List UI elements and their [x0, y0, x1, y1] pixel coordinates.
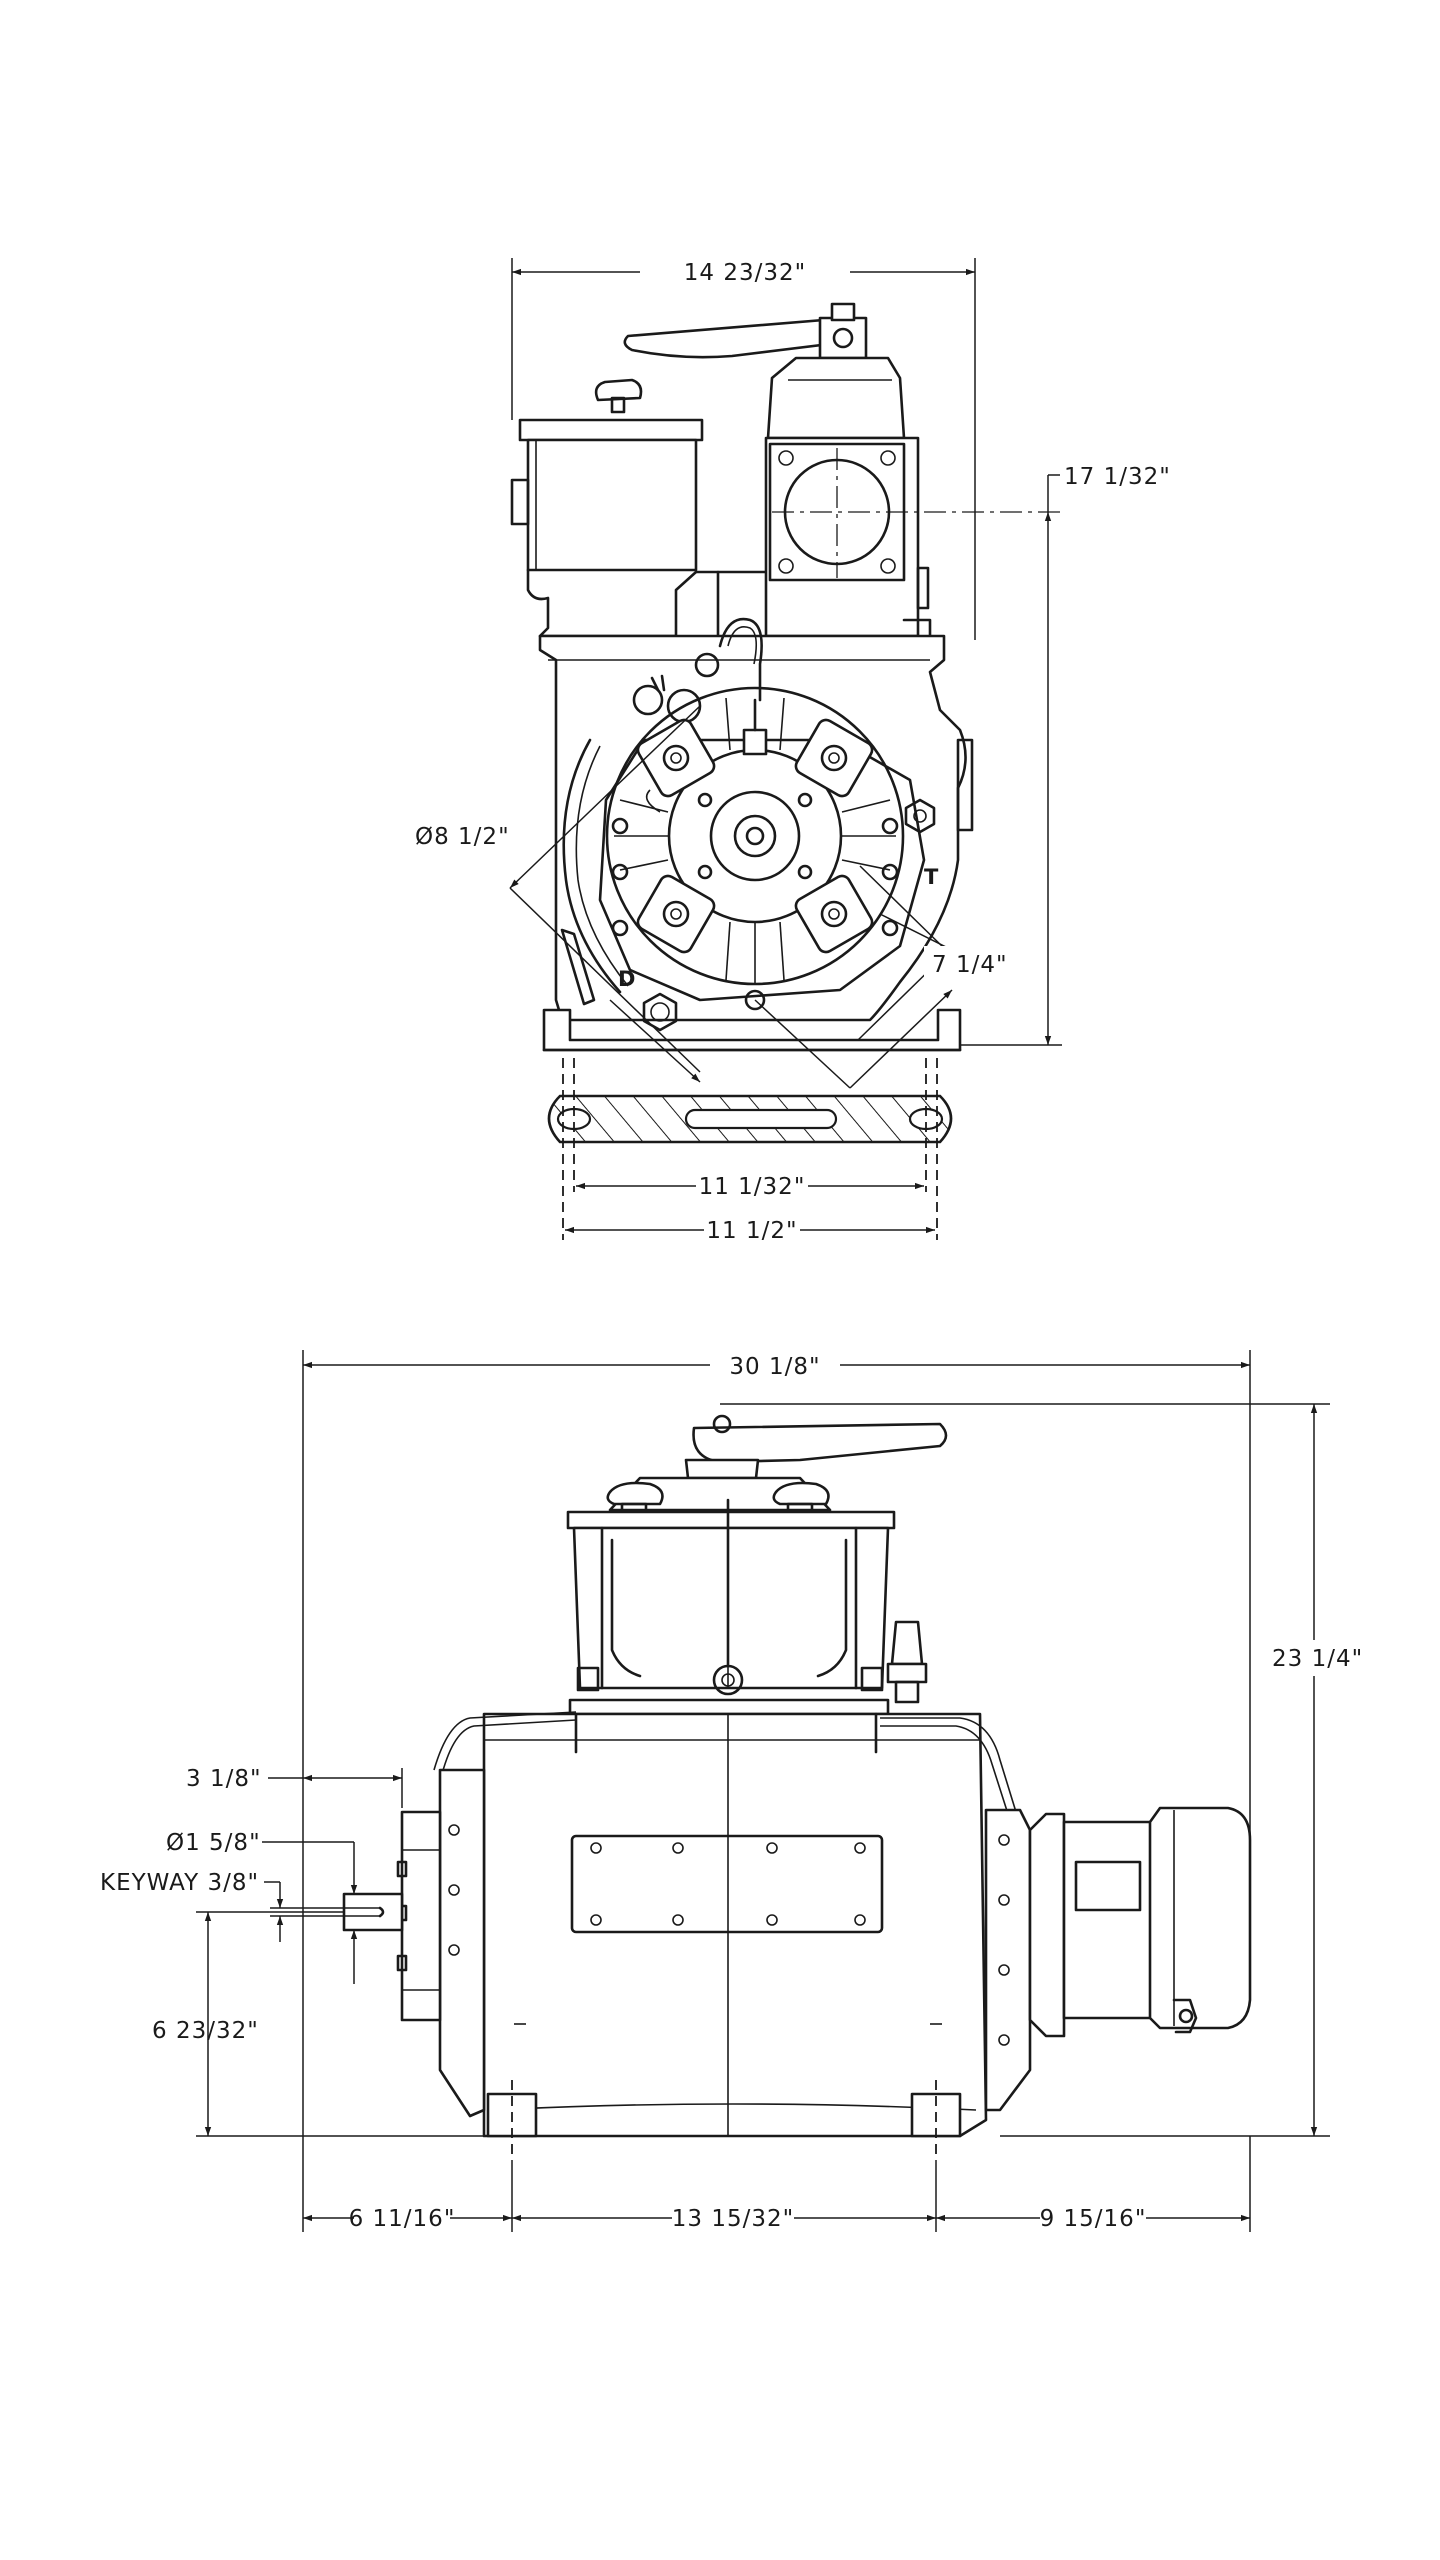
dim-shaft-diameter: Ø1 5/8": [166, 1830, 358, 1984]
dim-keyway-label: KEYWAY 3/8": [100, 1870, 259, 1896]
side-view: 30 1/8" 23 1/4": [100, 1350, 1363, 2234]
mark-d: D: [618, 967, 636, 991]
dim-outer-span-label: 11 1/2": [706, 1218, 797, 1244]
dim-keyway: KEYWAY 3/8": [100, 1870, 344, 1942]
dim-overall-height-label: 23 1/4": [1272, 1646, 1363, 1672]
dim-bottom-chain: 6 11/16" 13 15/32" 9 15/16": [303, 2136, 1251, 2234]
base-section: [547, 1058, 953, 1240]
dim-shaft-height-label: 6 23/32": [152, 2018, 259, 2044]
dim-right-offset-label: 9 15/16": [1040, 2206, 1147, 2232]
dim-overall-width-label: 14 23/32": [684, 260, 806, 286]
top-handle: [606, 1414, 948, 1520]
dim-inner-span-label: 11 1/32": [699, 1174, 806, 1200]
dim-shaft-extension-label: 3 1/8": [186, 1766, 262, 1792]
dim-overall-width: 14 23/32": [511, 255, 976, 640]
dim-diameter-label: Ø8 1/2": [415, 824, 510, 850]
dim-bolt-span: 7 1/4": [754, 913, 1016, 1089]
dim-shaft-diameter-label: Ø1 5/8": [166, 1830, 261, 1856]
main-housing: [433, 1698, 1017, 2160]
dim-overall-length-label: 30 1/8": [729, 1354, 820, 1380]
dim-outer-span: 11 1/2": [565, 1214, 935, 1244]
right-end-motor: [984, 1806, 1252, 2112]
end-view: 14 23/32": [415, 255, 1171, 1244]
dim-overall-length: 30 1/8": [302, 1350, 1251, 2232]
dim-left-offset-label: 6 11/16": [349, 2206, 456, 2232]
valve-handle: [623, 302, 906, 440]
dim-port-height: 17 1/32": [960, 464, 1171, 1046]
relief-valve: [886, 1620, 928, 1704]
dim-bolt-span-label: 7 1/4": [932, 952, 1008, 978]
twin-reservoirs: [566, 1498, 896, 1696]
port-chamber: [764, 436, 1060, 642]
dim-shaft-height: 6 23/32": [152, 1911, 488, 2137]
dim-diameter: Ø8 1/2": [415, 705, 949, 1083]
dim-port-height-label: 17 1/32": [1064, 464, 1171, 490]
mark-t: T: [924, 865, 939, 889]
dim-inner-span: 11 1/32": [576, 1170, 924, 1200]
dim-shaft-extension: 3 1/8": [186, 1766, 403, 1808]
left-reservoir: [510, 378, 770, 638]
dim-overall-height: 23 1/4": [720, 1403, 1363, 2137]
left-end-plate: [342, 1768, 486, 2118]
dim-center-span-label: 13 15/32": [672, 2206, 794, 2232]
rotor-cover: D T: [598, 686, 939, 1032]
base-plate: [542, 1008, 962, 1052]
